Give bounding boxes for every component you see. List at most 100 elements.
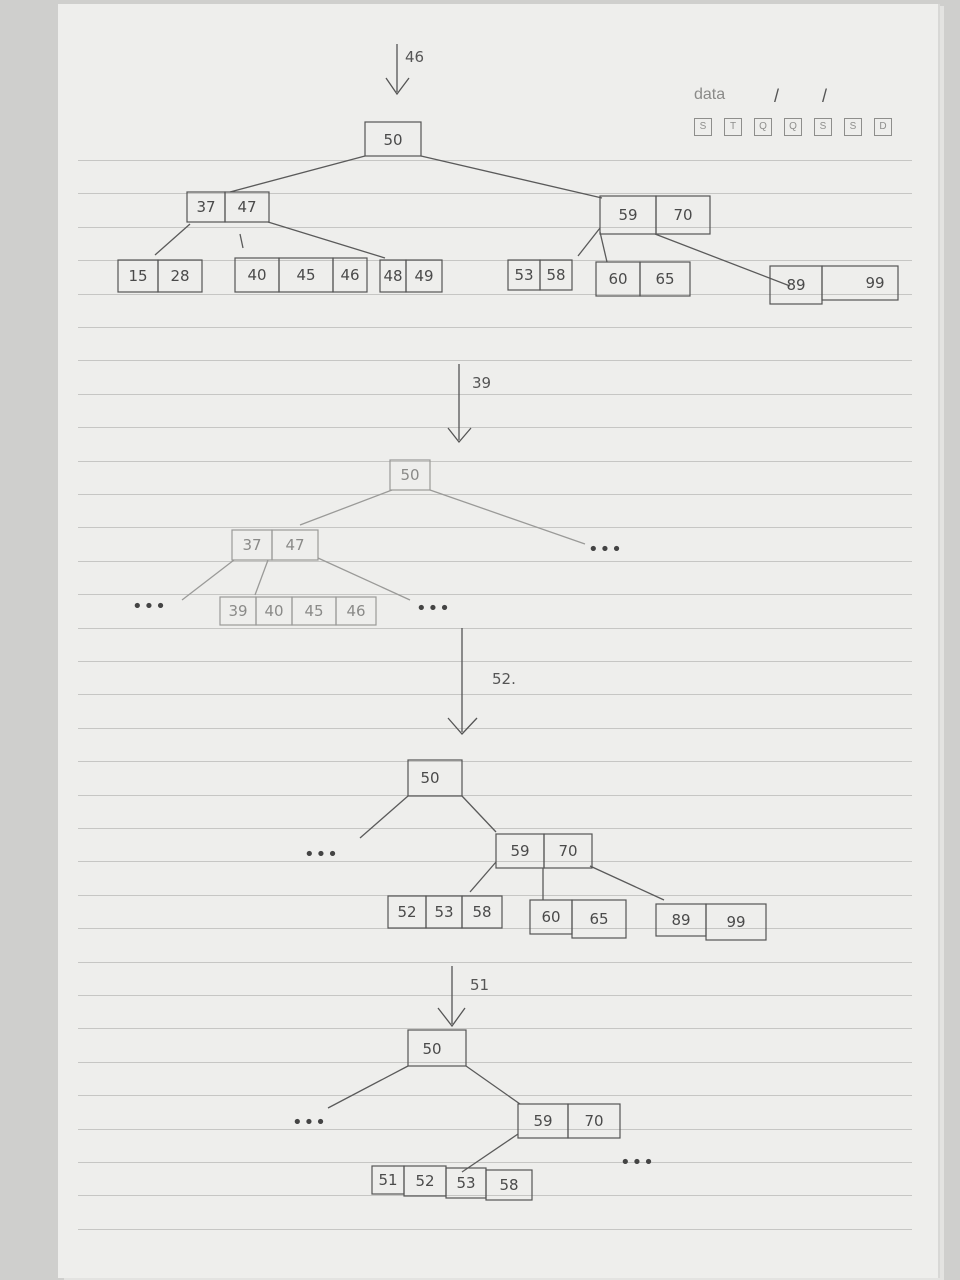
- leaf-node: 15 28: [117, 259, 203, 293]
- ruled-line: [78, 193, 912, 194]
- node-key: 45: [304, 602, 323, 620]
- ruled-line: [78, 160, 912, 161]
- internal-node: 59 70: [495, 833, 593, 869]
- ruled-line: [78, 728, 912, 729]
- node-key: 99: [865, 274, 884, 292]
- node-key: 70: [673, 206, 692, 224]
- node-key: 47: [285, 536, 304, 554]
- tree-edge: [229, 155, 366, 193]
- ruled-line: [78, 628, 912, 629]
- weekday-box: Q: [754, 118, 772, 136]
- tree-edge: [299, 489, 393, 526]
- tree-edge: [461, 1133, 519, 1173]
- node-key: 89: [671, 911, 690, 929]
- ruled-line: [78, 694, 912, 695]
- root-node: 50: [407, 1029, 467, 1067]
- tree-edge: [429, 489, 586, 545]
- node-key: 58: [546, 266, 565, 284]
- leaf-node: 60 65: [595, 261, 691, 297]
- ruled-line: [78, 461, 912, 462]
- node-key: 70: [584, 1112, 603, 1130]
- ruled-line: [78, 1195, 912, 1196]
- insert-label: 51: [470, 976, 489, 994]
- node-key: 60: [608, 270, 627, 288]
- node-key: 99: [726, 913, 745, 931]
- ellipsis-marker: •••: [292, 1112, 327, 1133]
- tree-edge: [599, 231, 608, 263]
- node-key: 50: [383, 131, 402, 149]
- insert-label: 39: [472, 374, 491, 392]
- ellipsis: •••: [304, 844, 338, 865]
- node-key: 65: [655, 270, 674, 288]
- ruled-line: [78, 861, 912, 862]
- node-key: 58: [499, 1176, 518, 1194]
- insert-label: 52.: [492, 670, 516, 688]
- leaf-node: 89 99: [769, 265, 899, 305]
- tree-edge: [327, 1065, 409, 1109]
- node-key: 50: [400, 466, 419, 484]
- internal-node: 37 47: [231, 529, 319, 561]
- ruled-line: [78, 795, 912, 796]
- node-key: 70: [558, 842, 577, 860]
- node-key: 40: [264, 602, 283, 620]
- node-key: 59: [510, 842, 529, 860]
- weekday-box: S: [694, 118, 712, 136]
- tree-edge: [461, 795, 497, 833]
- node-key: 59: [533, 1112, 552, 1130]
- insert-label: 46: [405, 48, 424, 66]
- tree-edge: [267, 221, 386, 259]
- node-key: 37: [242, 536, 261, 554]
- ruled-line: [78, 1229, 912, 1230]
- node-key: 65: [589, 910, 608, 928]
- node-key: 52: [397, 903, 416, 921]
- node-key: 58: [472, 903, 491, 921]
- step-2: 39 50 37 47 39 40 45 46 •••: [132, 364, 623, 626]
- tree-edge: [181, 559, 235, 601]
- ellipsis: ••• •••: [292, 1112, 654, 1173]
- weekday-box: T: [724, 118, 742, 136]
- node-key: 53: [456, 1174, 475, 1192]
- node-key: 48: [383, 267, 402, 285]
- step-1: 46 50 37 47 59 70 15 28: [117, 44, 899, 305]
- node-key: 50: [420, 769, 439, 787]
- ellipsis-marker: •••: [588, 539, 623, 560]
- leaf-node: 89 99: [655, 903, 767, 941]
- ruled-line: [78, 1095, 912, 1096]
- ruled-line: [78, 494, 912, 495]
- notebook-page: [58, 4, 938, 1278]
- node-key: 28: [170, 267, 189, 285]
- ruled-line: [78, 594, 912, 595]
- ruled-line: [78, 260, 912, 261]
- ruled-line: [78, 394, 912, 395]
- insert-arrow: 46: [385, 44, 424, 96]
- step-3: 52. 50 59 70 52 53 58 60 6: [304, 628, 767, 941]
- tree-edge: [254, 559, 269, 596]
- root-node: 50: [364, 121, 422, 157]
- root-node: 50: [389, 459, 431, 491]
- tree-edge: [654, 233, 791, 287]
- ruled-line: [78, 294, 912, 295]
- node-key: 89: [786, 276, 805, 294]
- node-key: 53: [434, 903, 453, 921]
- ruled-line: [78, 962, 912, 963]
- tree-edge: [359, 795, 409, 839]
- ruled-line: [78, 561, 912, 562]
- weekday-box: Q: [784, 118, 802, 136]
- node-key: 51: [378, 1171, 397, 1189]
- tree-edge: [317, 557, 411, 601]
- node-key: 37: [196, 198, 215, 216]
- ruled-line: [78, 1028, 912, 1029]
- weekday-box: S: [844, 118, 862, 136]
- ellipsis: ••• ••• •••: [132, 539, 623, 619]
- node-key: 46: [340, 266, 359, 284]
- node-key: 59: [618, 206, 637, 224]
- ruled-line: [78, 327, 912, 328]
- insert-arrow: 39: [447, 364, 491, 444]
- tree-edge: [239, 233, 244, 249]
- root-node: 50: [407, 759, 463, 797]
- weekday-box: D: [874, 118, 892, 136]
- leaf-node: 48 49: [379, 259, 443, 293]
- leaf-node: 51 52 53 58: [371, 1165, 533, 1201]
- ruled-line: [78, 227, 912, 228]
